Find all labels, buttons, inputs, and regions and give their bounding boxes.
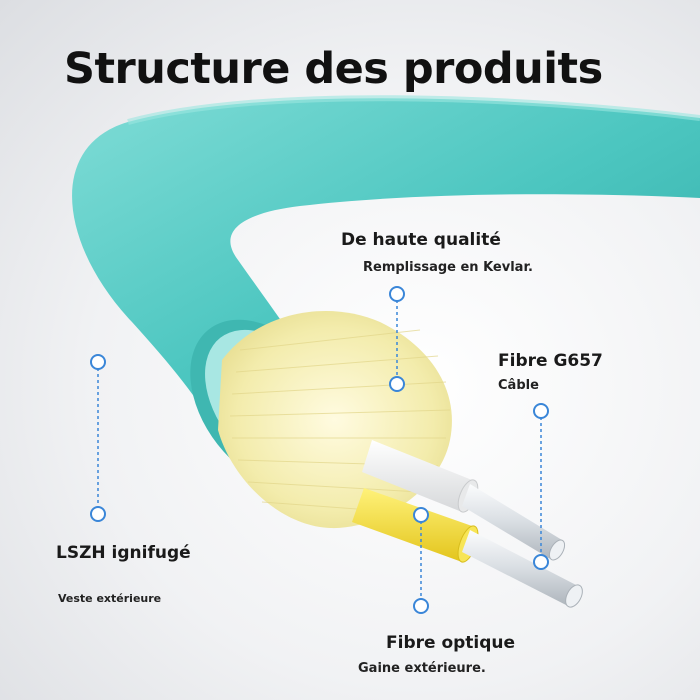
label-kevlar-sub: Remplissage en Kevlar. (363, 260, 533, 275)
callout-kevlar (389, 286, 405, 392)
kevlar-filling (218, 310, 452, 529)
label-g657-sub: Câble (498, 378, 539, 393)
page-title: Structure des produits (64, 44, 603, 94)
label-kevlar-title: De haute qualité (341, 230, 501, 250)
label-optique-title: Fibre optique (386, 633, 516, 653)
callout-lszh (90, 354, 106, 522)
callout-g657 (533, 403, 549, 570)
label-g657-title: Fibre G657 (498, 351, 603, 371)
label-lszh-sub: Veste extérieure (58, 592, 162, 605)
white-buffered-fibre (362, 440, 566, 561)
yellow-buffered-fibre (352, 488, 583, 608)
label-lszh-title: LSZH ignifugé (56, 543, 191, 563)
label-optique-sub: Gaine extérieure. (358, 661, 486, 676)
callout-optique (413, 507, 429, 614)
